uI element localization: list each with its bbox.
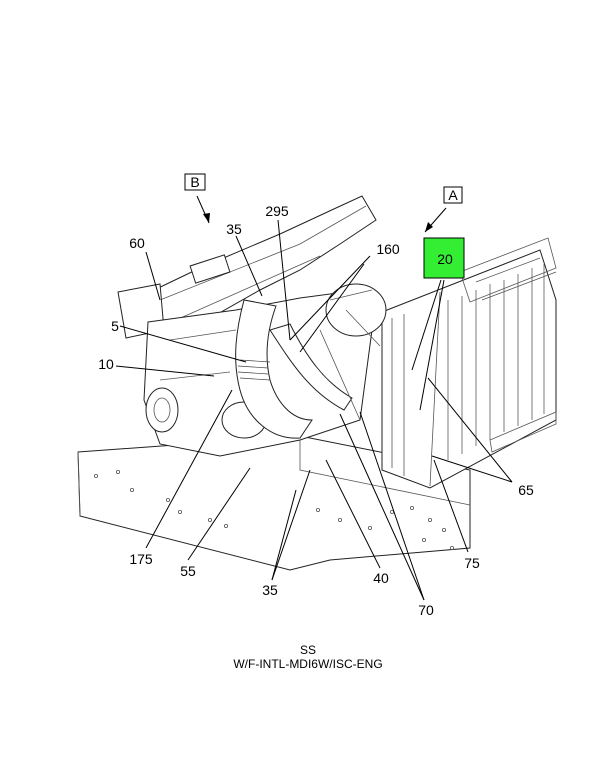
charge-air-duct (117, 195, 377, 339)
caption-line-1: SS (300, 643, 316, 657)
callout-40[interactable]: 40 (373, 570, 389, 586)
callout-70[interactable]: 70 (418, 602, 434, 618)
callout-35-top[interactable]: 35 (226, 221, 242, 237)
callout-75[interactable]: 75 (464, 555, 480, 571)
callout-60[interactable]: 60 (129, 235, 145, 251)
intake-hose (235, 299, 381, 439)
view-label-a: A (443, 186, 463, 204)
frame-rail (77, 435, 471, 571)
callout-10[interactable]: 10 (98, 356, 114, 372)
view-arrowhead-b (203, 213, 210, 223)
highlight-box-20[interactable] (423, 237, 465, 279)
radiator-assembly (381, 237, 557, 489)
callout-35-bottom[interactable]: 35 (262, 582, 278, 598)
callout-175[interactable]: 175 (129, 551, 153, 567)
view-arrowhead-a (425, 222, 433, 232)
callout-5[interactable]: 5 (111, 318, 119, 334)
svg-text:A: A (448, 187, 458, 203)
callout-295[interactable]: 295 (265, 203, 289, 219)
callout-55[interactable]: 55 (180, 563, 196, 579)
callout-65[interactable]: 65 (518, 482, 534, 498)
leader-lines (115, 219, 513, 601)
caption-line-2: W/F-INTL-MDI6W/ISC-ENG (233, 657, 382, 671)
svg-text:B: B (190, 174, 199, 190)
callout-20: 20 (437, 251, 453, 267)
view-label-b: B (184, 173, 206, 191)
callout-160[interactable]: 160 (376, 241, 400, 257)
